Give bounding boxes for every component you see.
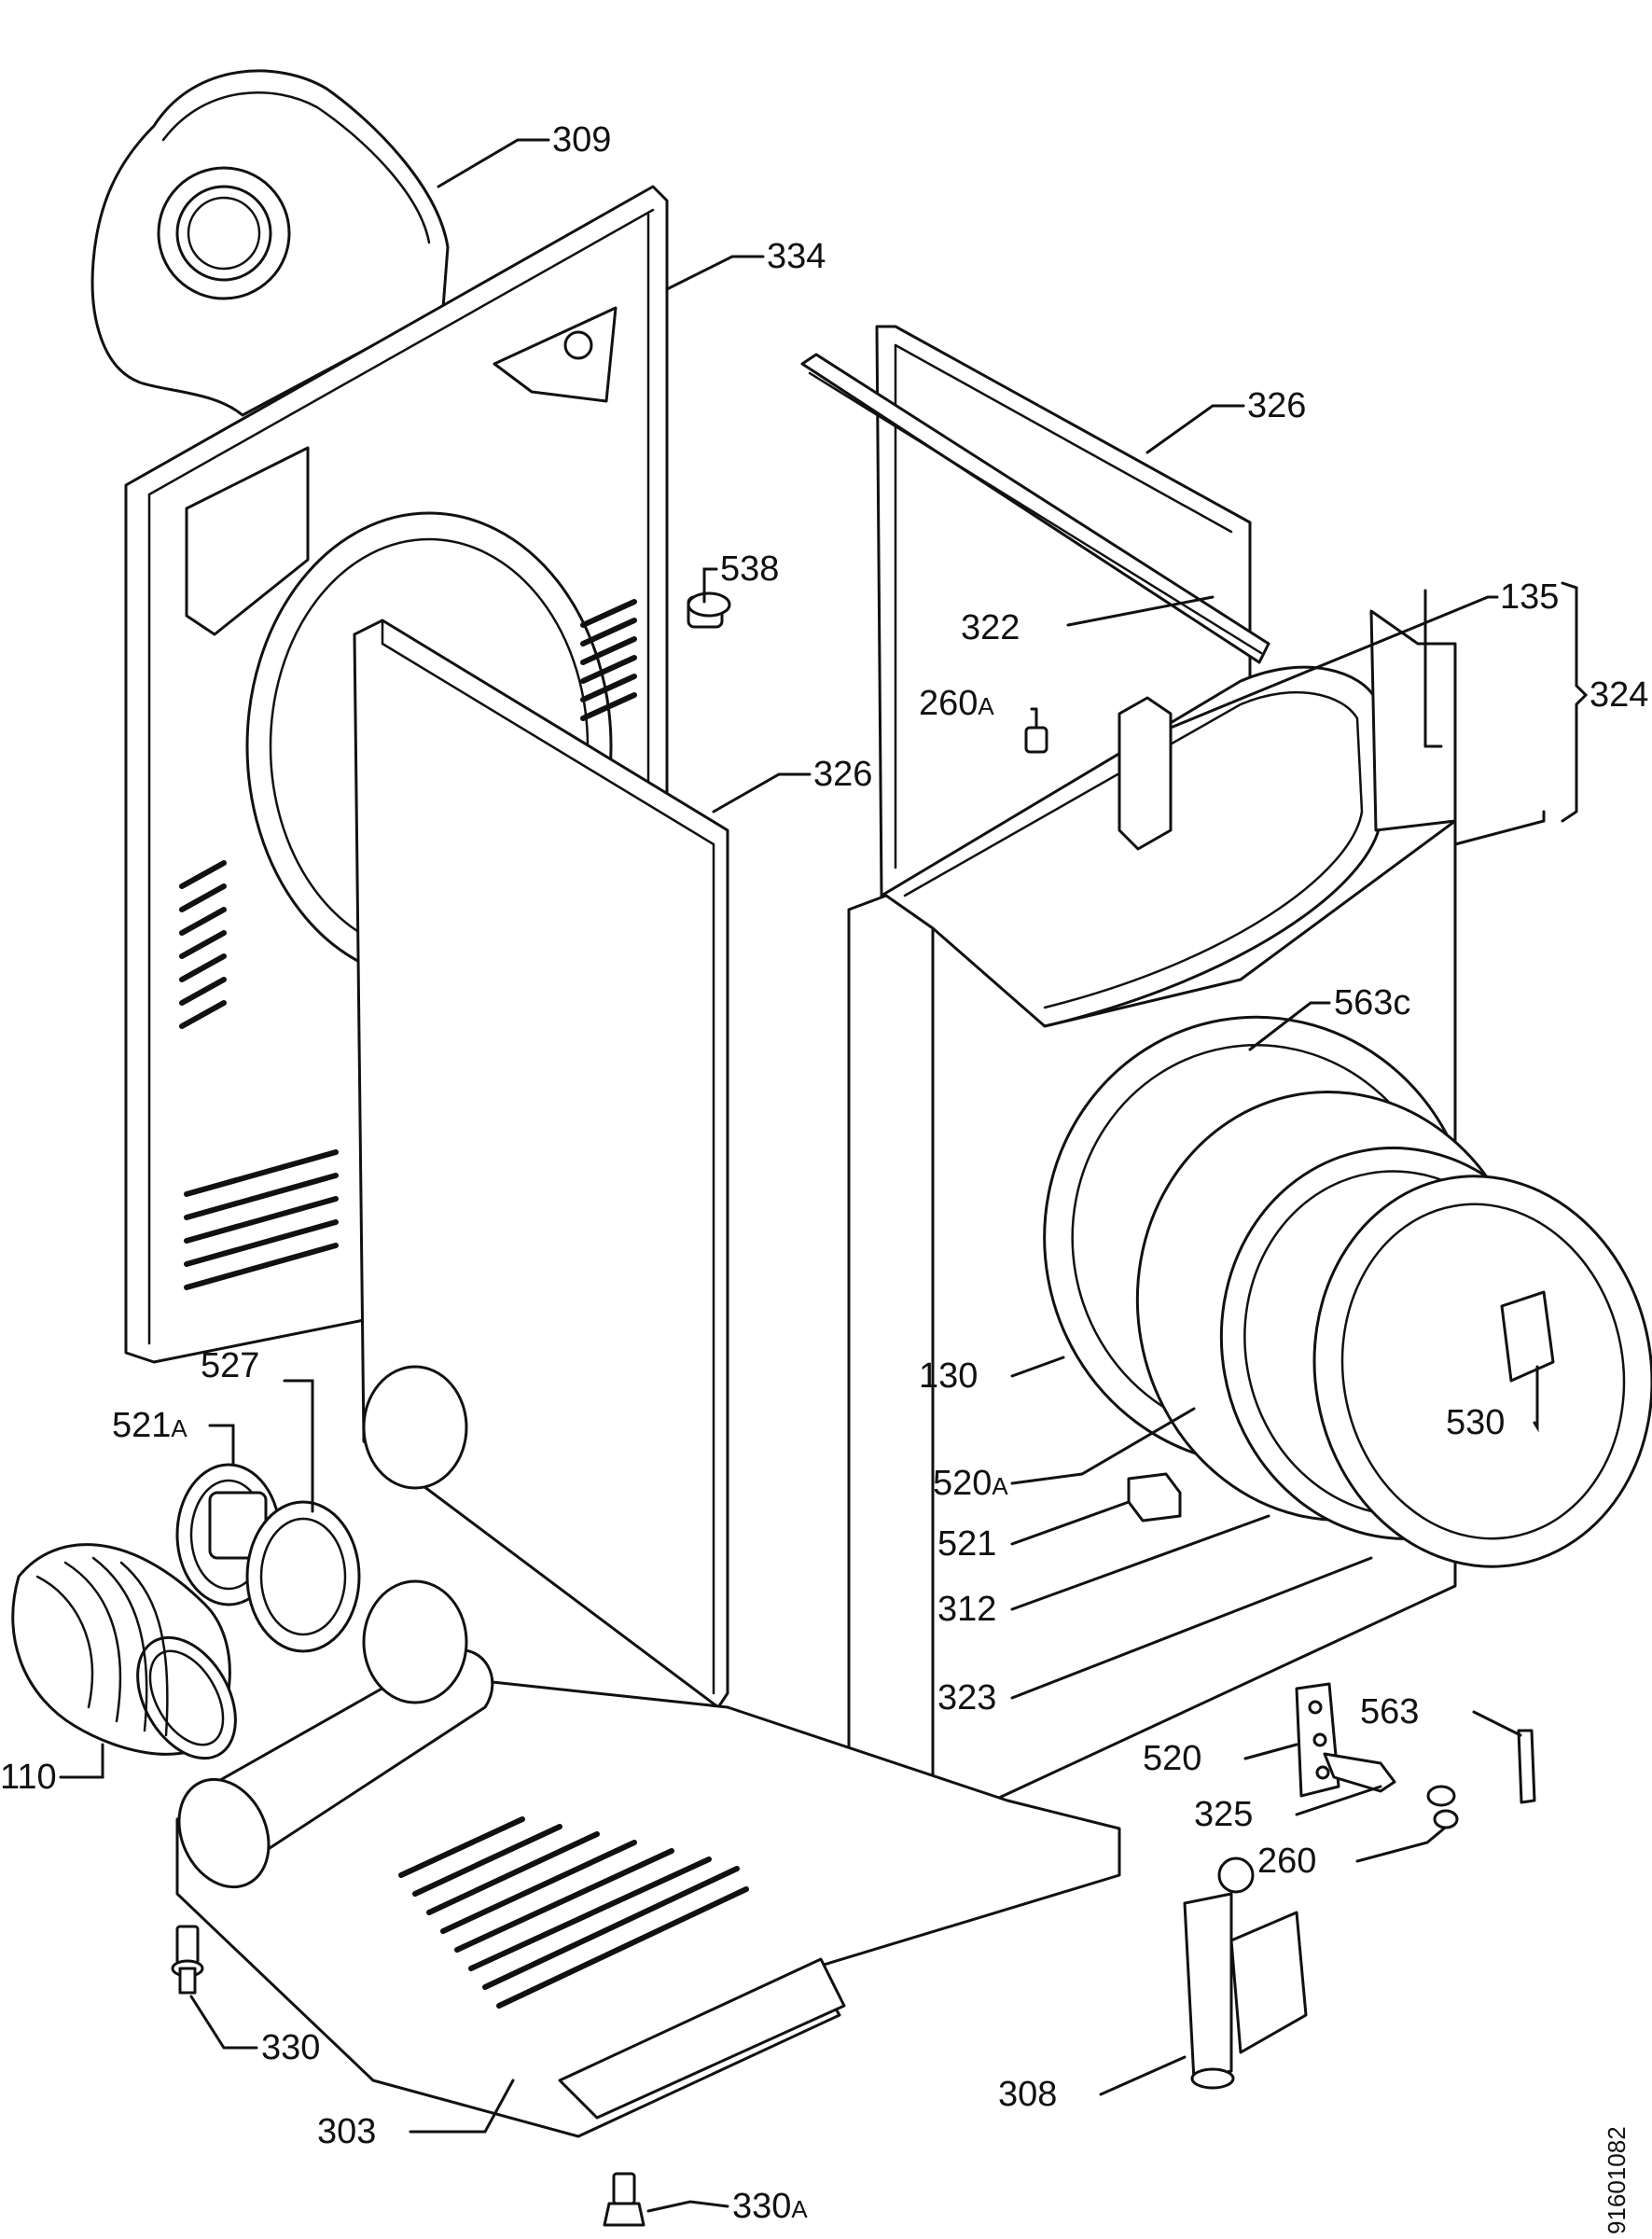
label-563c: 563c xyxy=(1334,983,1410,1022)
part-330a-foot-screw xyxy=(603,2172,646,2227)
part-330-foot-screw xyxy=(171,1925,204,1995)
part-538-bush xyxy=(687,591,731,629)
label-330: 330 xyxy=(261,2028,320,2067)
rear-panel-vents-left xyxy=(179,860,227,1029)
label-538: 538 xyxy=(720,549,779,589)
label-521: 521 xyxy=(937,1524,996,1564)
label-260a: 260A xyxy=(919,684,994,723)
leader-lines xyxy=(59,138,1546,2213)
label-530: 530 xyxy=(1446,1403,1505,1442)
label-308: 308 xyxy=(998,2075,1057,2114)
label-324: 324 xyxy=(1590,675,1648,715)
label-563: 563 xyxy=(1360,1692,1419,1731)
rear-panel-vents-bottom xyxy=(184,1149,339,1290)
label-326-mid: 326 xyxy=(813,755,872,794)
label-130: 130 xyxy=(919,1356,978,1396)
label-330a: 330A xyxy=(732,2187,808,2226)
part-309-rear-duct-cover xyxy=(90,69,450,417)
label-303: 303 xyxy=(317,2112,376,2151)
part-520-hinge-plate xyxy=(1295,1682,1340,1798)
label-323: 323 xyxy=(937,1678,996,1717)
part-563-pin xyxy=(1517,1729,1536,1804)
document-id: 91601082 xyxy=(1603,2126,1631,2234)
label-110: 110 xyxy=(0,1758,57,1797)
label-322: 322 xyxy=(961,608,1020,647)
part-303-base-plate xyxy=(175,1579,1121,2138)
label-520: 520 xyxy=(1143,1739,1201,1778)
base-vents xyxy=(398,1816,749,2009)
part-260a-clip xyxy=(1024,726,1048,754)
part-325-hinge-lever xyxy=(1323,1752,1396,1793)
label-326-top: 326 xyxy=(1247,386,1306,425)
rear-panel-vents-right xyxy=(580,599,637,721)
part-110-flexible-hose xyxy=(11,1543,237,1760)
label-521a: 521A xyxy=(112,1406,187,1445)
label-135: 135 xyxy=(1500,577,1559,617)
part-308-hinge xyxy=(1183,1857,1308,2090)
label-312: 312 xyxy=(937,1590,996,1629)
label-260: 260 xyxy=(1257,1842,1316,1881)
part-326-side-panel-left xyxy=(353,619,729,1709)
part-527-521a-exhaust-connectors xyxy=(175,1463,361,1653)
part-322-top-rail xyxy=(800,353,1270,664)
label-520a: 520A xyxy=(933,1464,1008,1503)
label-527: 527 xyxy=(201,1346,259,1385)
part-labels: 309 334 326 538 322 135 324 260A 326 563… xyxy=(0,120,1648,2226)
bracket-324 xyxy=(1561,581,1589,823)
label-325: 325 xyxy=(1194,1795,1253,1834)
door-assembly xyxy=(1043,1015,1652,1568)
part-260-clip xyxy=(1426,1785,1459,1829)
label-334: 334 xyxy=(767,237,826,276)
label-309: 309 xyxy=(552,120,611,160)
